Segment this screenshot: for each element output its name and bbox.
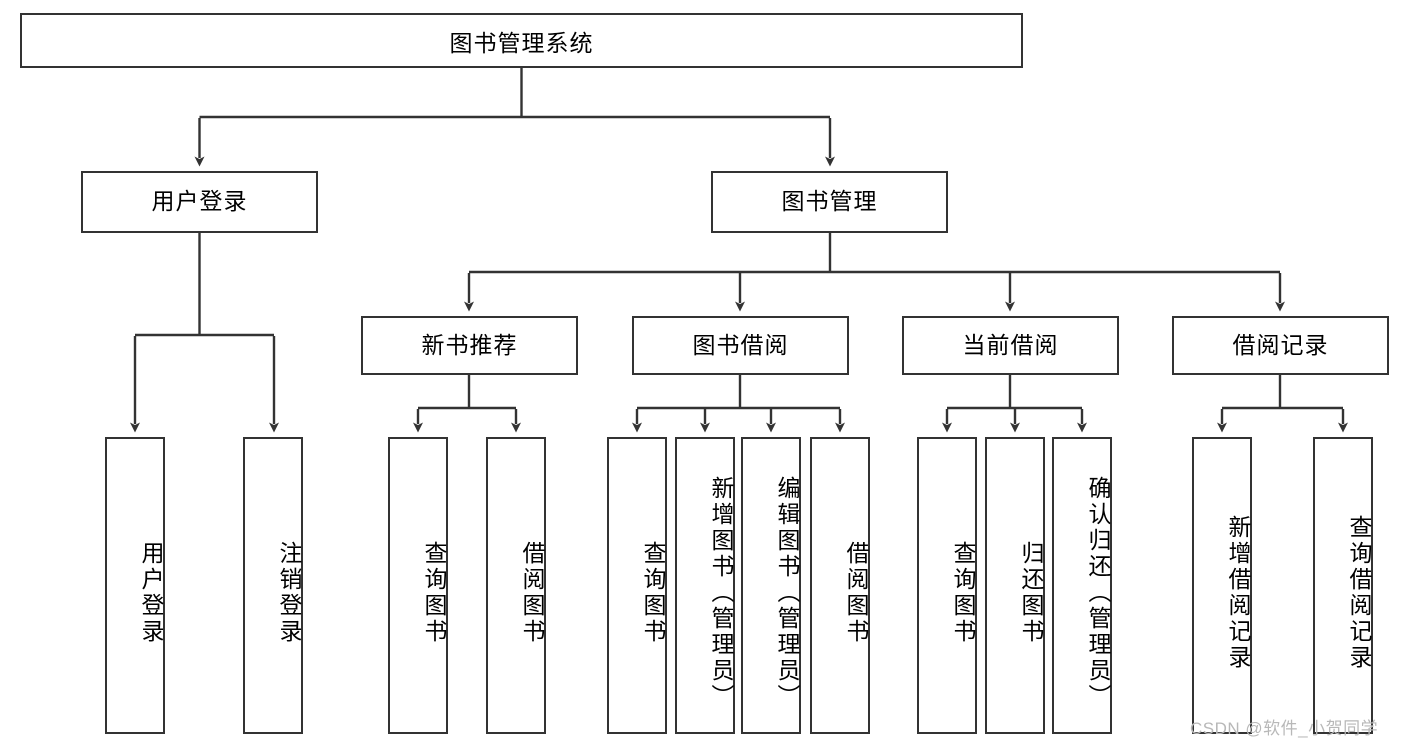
node-leaf-query-book-recommend[interactable]: 查询图书 (388, 437, 448, 734)
node-leaf-add-borrow-record[interactable]: 新增借阅记录 (1192, 437, 1252, 734)
csdn-watermark: CSDN @软件_小贺同学 (1190, 719, 1379, 738)
node-leaf-add-book-admin[interactable]: 新增图书（管理员） (675, 437, 735, 734)
node-leaf-return-book[interactable]: 归还图书 (985, 437, 1045, 734)
node-level2-borrow-record[interactable]: 借阅记录 (1172, 316, 1389, 375)
node-level1-user-login[interactable]: 用户登录 (81, 171, 318, 233)
node-leaf-edit-book-admin[interactable]: 编辑图书（管理员） (741, 437, 801, 734)
node-level1-book-management[interactable]: 图书管理 (711, 171, 948, 233)
node-root-system[interactable]: 图书管理系统 (20, 13, 1023, 68)
node-leaf-user-login[interactable]: 用户登录 (105, 437, 165, 734)
node-leaf-borrow-book-recommend[interactable]: 借阅图书 (486, 437, 546, 734)
node-level2-current-borrow[interactable]: 当前借阅 (902, 316, 1119, 375)
node-leaf-query-borrow-record[interactable]: 查询借阅记录 (1313, 437, 1373, 734)
node-leaf-borrow-book[interactable]: 借阅图书 (810, 437, 870, 734)
node-leaf-confirm-return-admin[interactable]: 确认归还（管理员） (1052, 437, 1112, 734)
node-leaf-query-book-current[interactable]: 查询图书 (917, 437, 977, 734)
node-leaf-query-book-borrow[interactable]: 查询图书 (607, 437, 667, 734)
node-leaf-logout-login[interactable]: 注销登录 (243, 437, 303, 734)
node-level2-new-book-recommend[interactable]: 新书推荐 (361, 316, 578, 375)
node-level2-book-borrow[interactable]: 图书借阅 (632, 316, 849, 375)
